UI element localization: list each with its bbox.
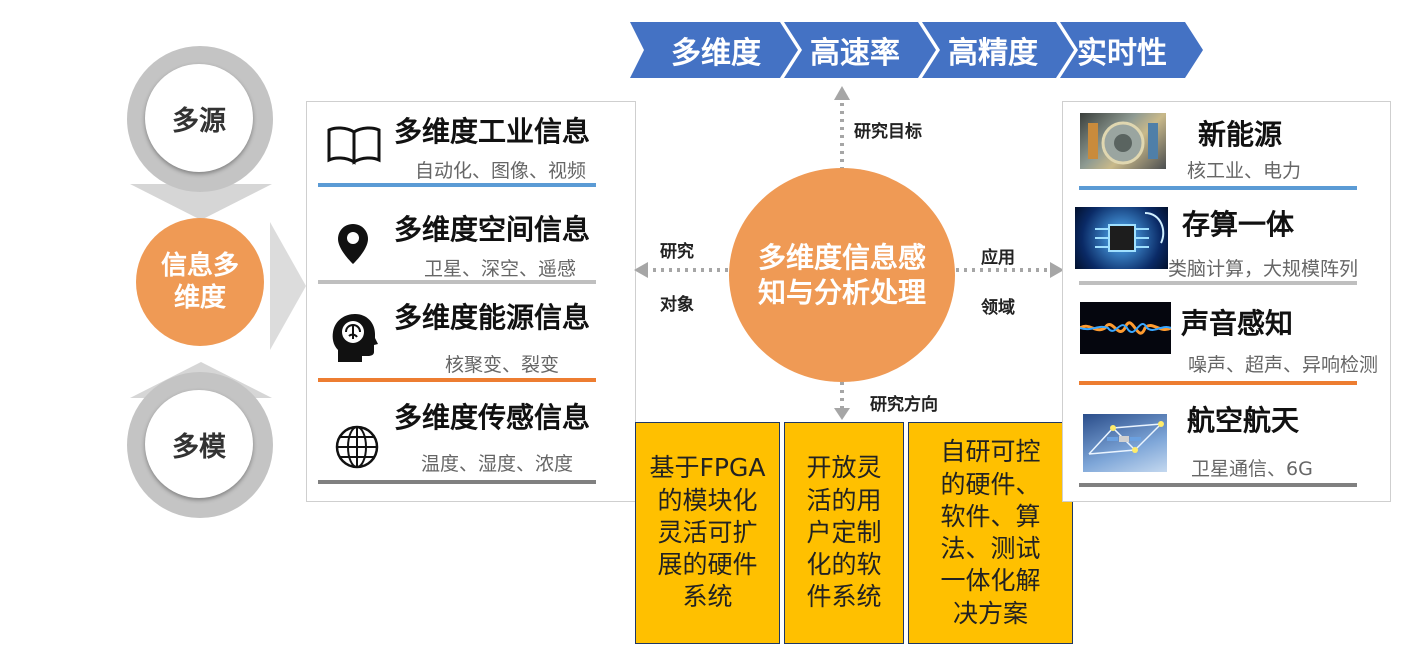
application-bar-4: [1079, 483, 1357, 487]
application-subtitle-1: 核工业、电力: [1187, 160, 1302, 182]
application-bar-2: [1079, 281, 1357, 285]
research-object-label-2: 对象: [660, 295, 694, 315]
research-object-bar-2: [318, 280, 596, 284]
research-object-title-3: 多维度能源信息: [394, 301, 591, 334]
research-object-title-1: 多维度工业信息: [394, 115, 591, 148]
goal-banner: [630, 22, 1203, 78]
application-title-2: 存算一体: [1182, 208, 1295, 241]
research-object-bar-1: [318, 183, 596, 187]
application-title-3: 声音感知: [1181, 307, 1294, 340]
multi-source-ring: 多源: [127, 46, 273, 192]
brain-head-icon: [332, 314, 378, 362]
application-label-1: 应用: [981, 248, 1015, 268]
research-goal-label: 研究目标: [854, 122, 922, 142]
left-arrow-shape: [270, 222, 306, 350]
banner-item-3: 高精度: [948, 36, 1038, 71]
direction-box-2: 开放灵活的用户定制化的软件系统: [784, 422, 904, 644]
multi-modal-ring: 多模: [127, 372, 273, 518]
research-object-subtitle-1: 自动化、图像、视频: [415, 160, 587, 182]
banner-item-2: 高速率: [810, 36, 900, 71]
book-icon: [327, 126, 381, 165]
application-subtitle-4: 卫星通信、6G: [1191, 458, 1313, 480]
banner-item-4: 实时性: [1077, 36, 1167, 71]
research-object-subtitle-2: 卫星、深空、遥感: [424, 258, 577, 280]
research-object-bar-4: [318, 480, 596, 484]
multi-modal-label: 多模: [145, 390, 253, 498]
application-bar-3: [1079, 381, 1357, 385]
research-object-title-4: 多维度传感信息: [394, 401, 591, 434]
research-object-bar-3: [318, 378, 596, 382]
application-subtitle-3: 噪声、超声、异响检测: [1188, 354, 1379, 376]
satellite-network-image: [1083, 414, 1167, 472]
info-multidimension-circle: 信息多维度: [136, 218, 264, 346]
chip-brain-image: [1075, 207, 1168, 269]
direction-box-1: 基于FPGA的模块化灵活可扩展的硬件系统: [635, 422, 780, 644]
sound-wave-image: [1080, 302, 1171, 354]
location-pin-icon: [338, 224, 368, 264]
research-objects-panel: [306, 101, 636, 502]
core-topic-circle: 多维度信息感知与分析处理: [729, 168, 955, 382]
application-title-4: 航空航天: [1187, 404, 1300, 437]
research-object-subtitle-3: 核聚变、裂变: [445, 354, 560, 376]
multi-source-label: 多源: [145, 64, 253, 172]
direction-box-3: 自研可控的硬件、软件、算法、测试一体化解决方案: [908, 422, 1073, 644]
application-subtitle-2: 类脑计算，大规模阵列: [1168, 258, 1359, 280]
research-object-title-2: 多维度空间信息: [394, 213, 591, 246]
research-object-label-1: 研究: [660, 242, 694, 262]
application-title-1: 新能源: [1198, 118, 1283, 151]
globe-icon: [335, 425, 379, 469]
nuclear-reactor-image: [1080, 113, 1166, 169]
banner-item-1: 多维度: [671, 36, 761, 71]
research-direction-label: 研究方向: [870, 395, 938, 415]
research-object-subtitle-4: 温度、湿度、浓度: [421, 453, 574, 475]
application-bar-1: [1079, 186, 1357, 190]
application-label-2: 领域: [981, 298, 1015, 318]
